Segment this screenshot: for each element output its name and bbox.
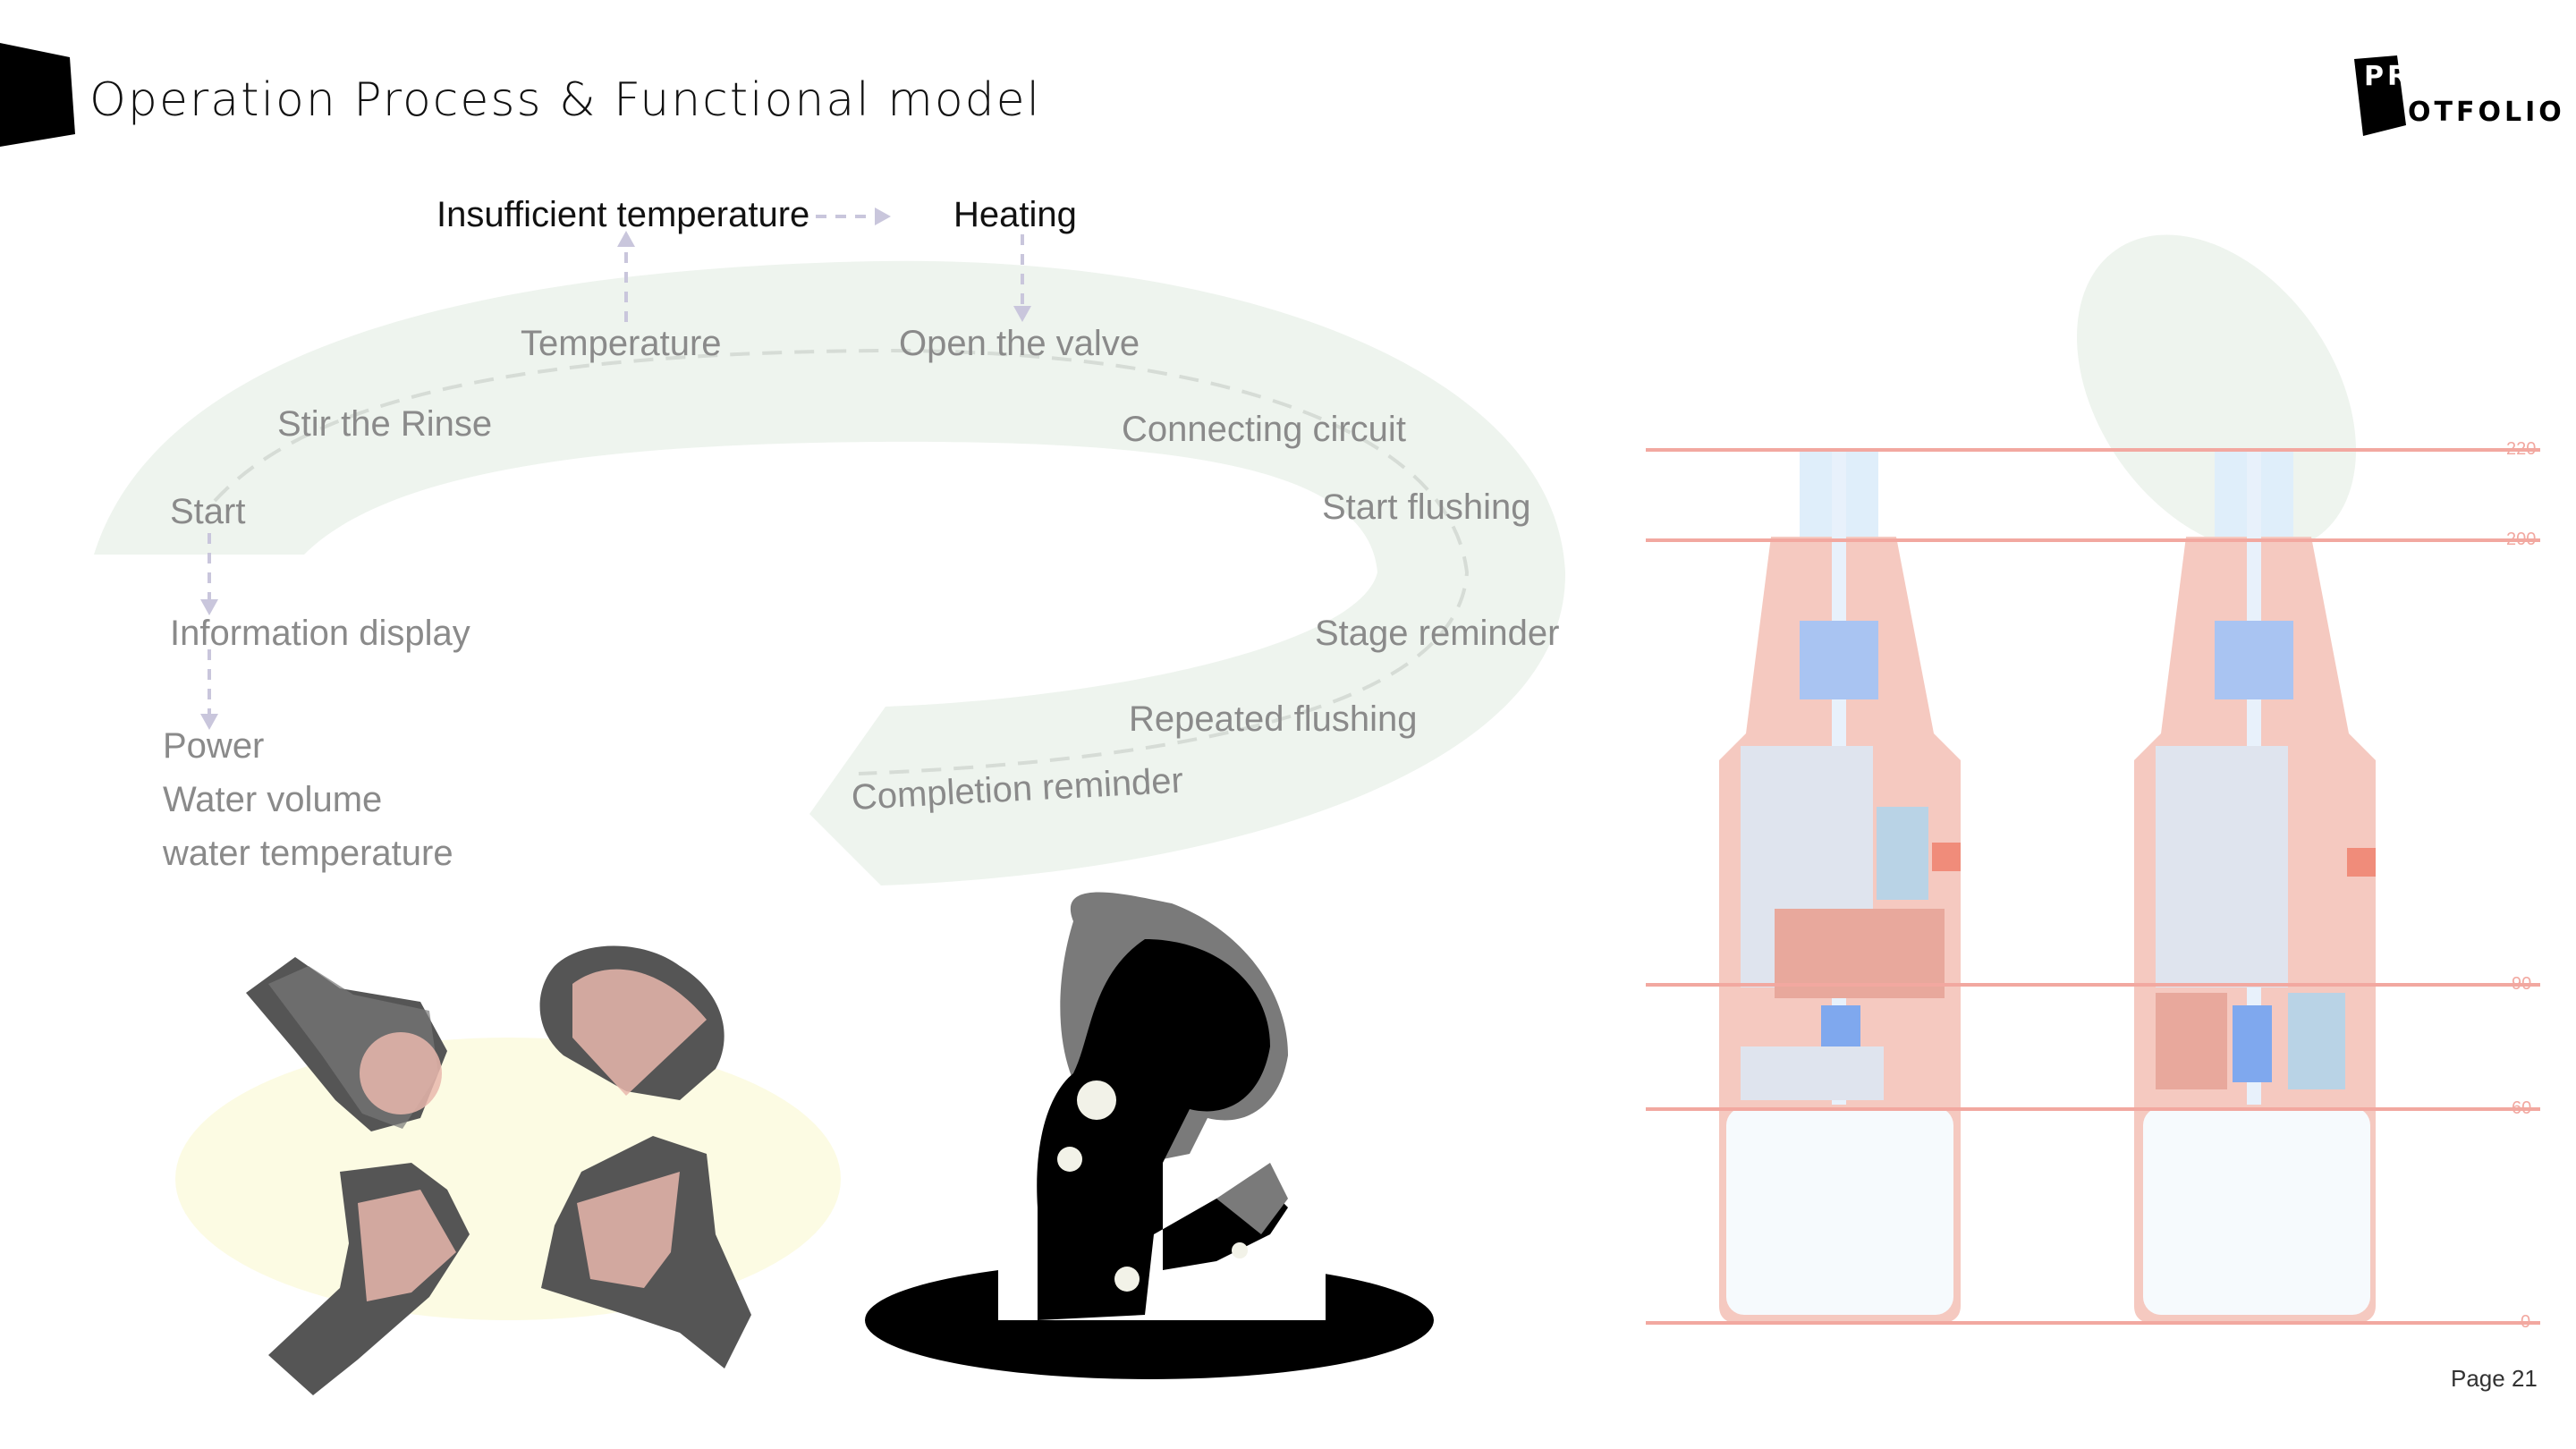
step-open-the-valve: Open the valve [899,324,1140,363]
header-badge [0,43,75,147]
info-power: Power [163,726,265,766]
scale-mark-0: 0 [2521,1312,2531,1332]
bottle-left [1719,452,1961,1324]
logo-mark [2354,55,2406,136]
page-title: Operation Process & Functional model [89,73,1042,127]
step-start-flushing: Start flushing [1322,487,1531,527]
step-stage-reminder: Stage reminder [1315,614,1560,653]
flow-dashed-path [213,348,1470,775]
step-start: Start [170,492,246,531]
bottle-right [2134,452,2376,1324]
scale-mark-200: 200 [2506,530,2537,549]
step-repeated-flushing: Repeated flushing [1129,699,1418,739]
step-insufficient-temperature: Insufficient temperature [436,195,810,234]
scale-mark-90: 90 [2512,974,2532,994]
flow-band [94,260,1566,886]
info-water-volume: Water volume [163,780,383,819]
logo-bottom-text: OTFOLIO [2408,97,2565,128]
hands-spot [175,1038,841,1320]
hands-illustration [246,945,751,1395]
step-stir-the-rinse: Stir the Rinse [277,404,493,444]
step-information-display: Information display [170,614,470,653]
device-cross-sections [1646,234,2540,1325]
info-water-temperature: water temperature [163,834,453,873]
logo-top-text: PR [2364,61,2412,92]
scale-mark-60: 60 [2512,1098,2532,1118]
user-silhouette [865,892,1434,1379]
step-connecting-circuit: Connecting circuit [1122,410,1406,449]
step-heating: Heating [953,195,1077,234]
page-number: Page 21 [2451,1365,2538,1392]
scale-mark-220: 220 [2506,439,2537,459]
step-temperature: Temperature [521,324,722,363]
